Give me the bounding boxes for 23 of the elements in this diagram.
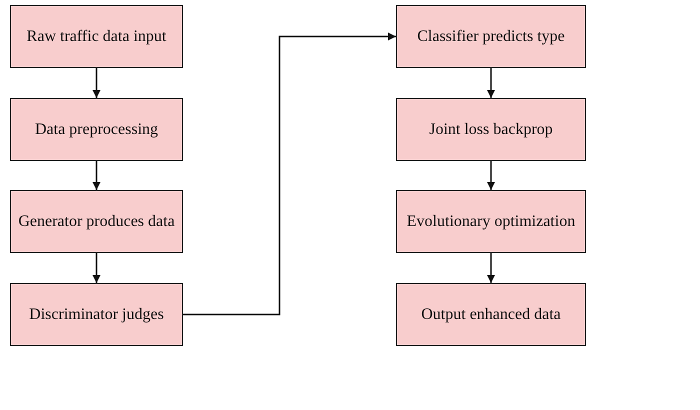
process-box — [10, 283, 183, 346]
box-label: Data preprocessing — [34, 120, 158, 138]
box-label: Raw traffic data input — [26, 28, 166, 46]
box-label: Joint loss backprop — [429, 120, 553, 138]
process-box — [10, 98, 183, 161]
arrow — [92, 253, 100, 283]
box-label: Evolutionary optimization — [406, 212, 576, 230]
arrow — [183, 32, 396, 316]
arrow — [92, 68, 100, 98]
process-box — [396, 98, 586, 161]
process-box — [396, 5, 586, 68]
process-box — [10, 190, 183, 253]
arrow — [487, 253, 495, 283]
arrow — [92, 161, 100, 190]
box-label: Generator produces data — [18, 212, 175, 230]
process-box — [396, 190, 586, 253]
process-box — [10, 5, 183, 68]
box-label: Discriminator judges — [29, 306, 164, 324]
process-box — [396, 283, 586, 346]
arrow — [487, 161, 495, 190]
box-label: Output enhanced data — [421, 306, 561, 324]
box-label: Classifier predicts type — [417, 28, 565, 46]
arrow — [487, 68, 495, 98]
